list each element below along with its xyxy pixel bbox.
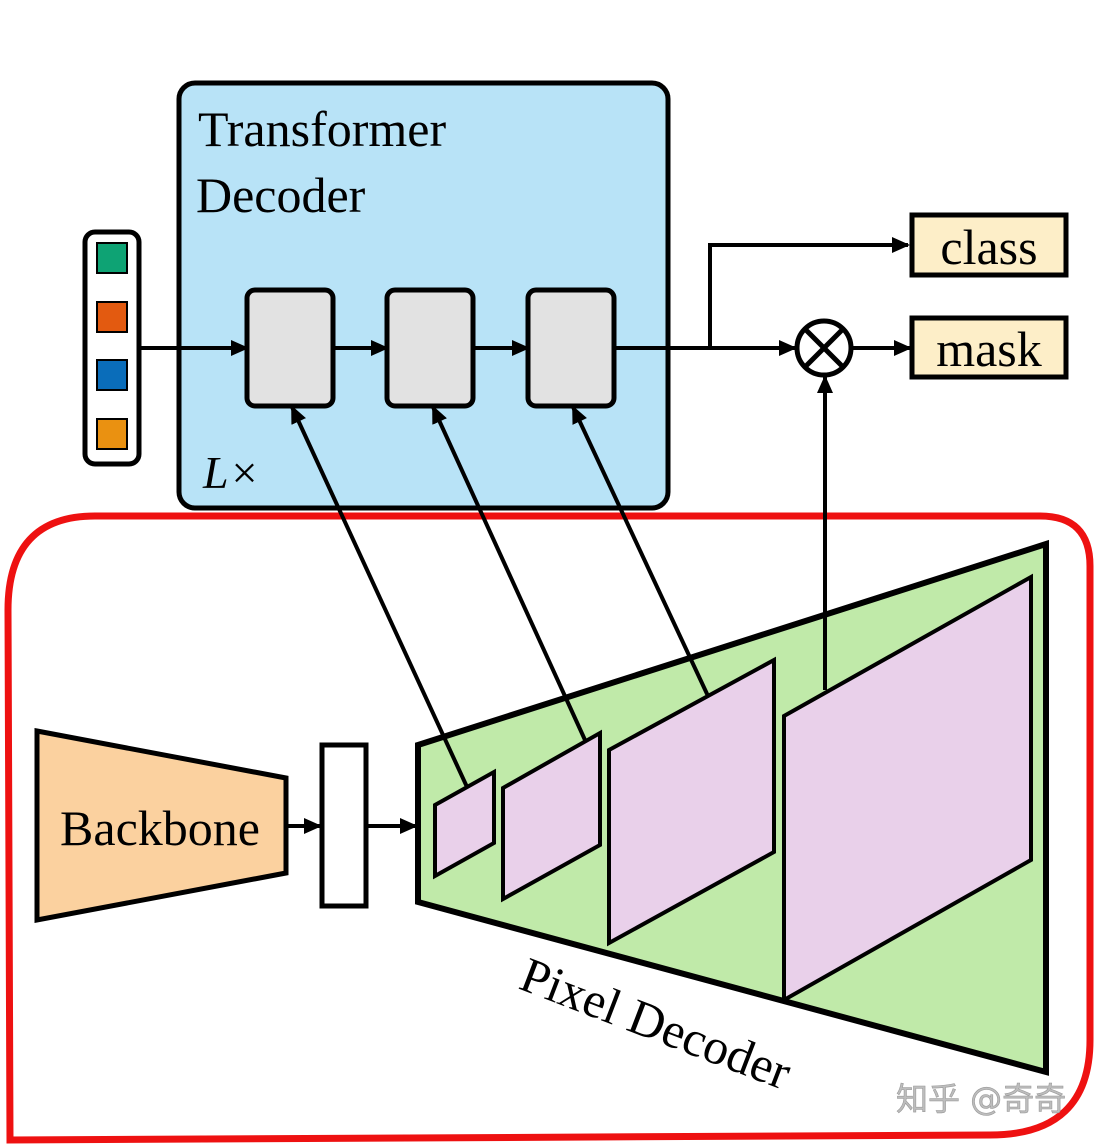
decoder-layer-3 (525, 287, 617, 409)
class-box (909, 212, 1069, 278)
decoder-layer-2 (384, 287, 476, 409)
class-arrow (708, 237, 910, 350)
feature-map-2 (501, 729, 602, 903)
repeat-label: L× (202, 447, 260, 498)
feature-block (319, 742, 369, 909)
feature-map-3 (607, 656, 776, 947)
transformer-decoder-title-line1: Transformer (198, 101, 446, 157)
mask-label: mask (936, 321, 1042, 377)
query-token-3 (96, 359, 128, 391)
feature-map-4 (782, 573, 1033, 1004)
class-label: class (940, 219, 1037, 275)
query-token-2 (96, 301, 128, 333)
cross-attn-arrow-2 (431, 405, 587, 741)
query-token-1 (96, 242, 128, 274)
watermark: 知乎 @奇奇 (896, 1080, 1066, 1118)
decoder-layer-1 (244, 287, 336, 409)
query-container (82, 229, 142, 467)
cross-attn-arrow-3 (571, 405, 710, 697)
mask-box (909, 315, 1069, 380)
backbone-shape (34, 727, 289, 924)
multiply-icon (794, 318, 854, 378)
feature-map-1 (433, 768, 496, 880)
query-token-4 (96, 418, 128, 450)
transformer-decoder-title-line2: Decoder (196, 167, 366, 223)
cross-attn-arrow-1 (290, 405, 469, 788)
highlight-border (4, 512, 1094, 1144)
backbone-label: Backbone (60, 800, 260, 856)
